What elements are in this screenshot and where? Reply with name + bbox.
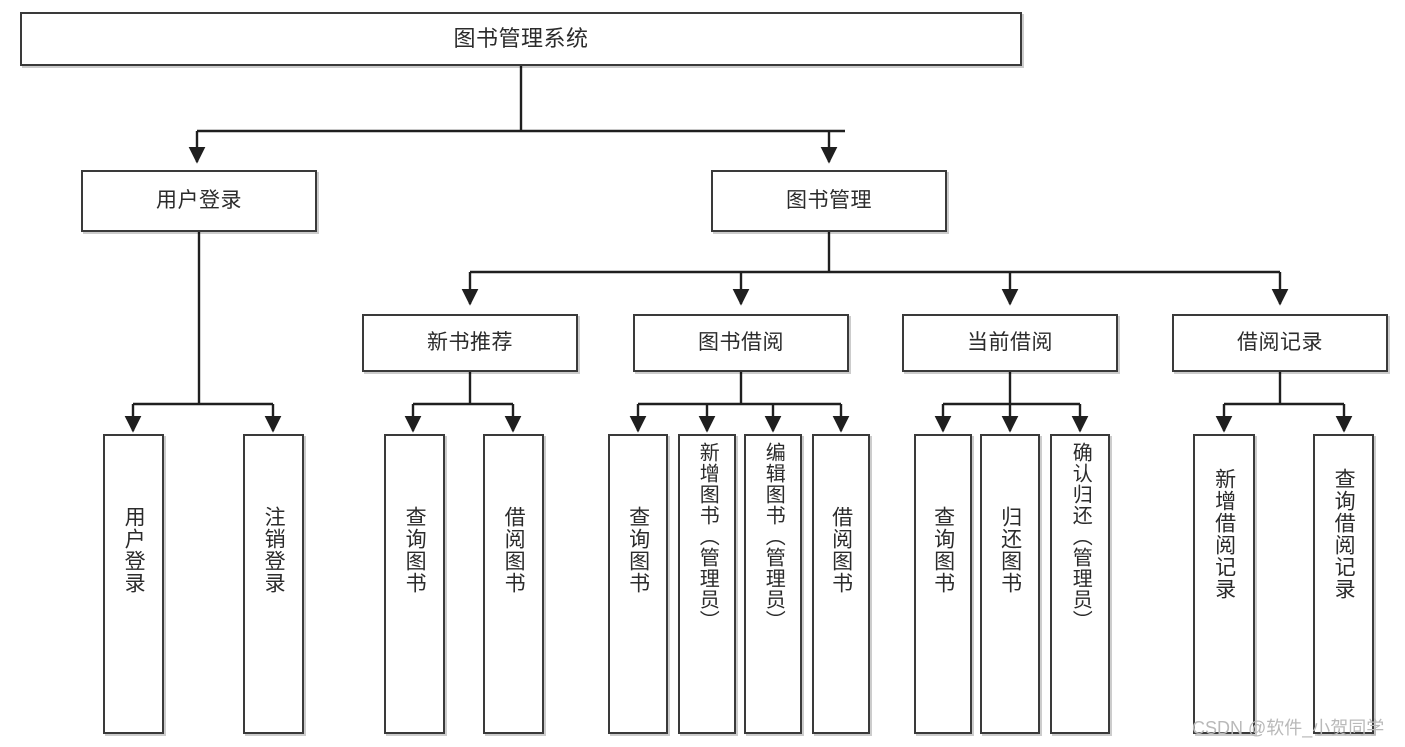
node-label: 新增图书（管理员） — [696, 442, 719, 631]
leaf-confirm-return[interactable]: 确认归还（管理员） — [1050, 434, 1110, 734]
node-label: 确认归还（管理员） — [1069, 442, 1092, 631]
node-label: 查询图书 — [931, 506, 955, 594]
node-label: 图书管理系统 — [453, 26, 589, 52]
node-label: 新书推荐 — [427, 330, 513, 354]
node-book-manage[interactable]: 图书管理 — [711, 170, 947, 232]
leaf-query-book-recommend[interactable]: 查询图书 — [384, 434, 445, 734]
leaf-logout-login[interactable]: 注销登录 — [243, 434, 304, 734]
node-book-management-system[interactable]: 图书管理系统 — [20, 12, 1022, 66]
leaf-query-book-borrow[interactable]: 查询图书 — [608, 434, 668, 734]
leaf-query-book-current[interactable]: 查询图书 — [914, 434, 972, 734]
leaf-user-login[interactable]: 用户登录 — [103, 434, 164, 734]
node-label: 借阅图书 — [829, 506, 853, 594]
node-user-login[interactable]: 用户登录 — [81, 170, 317, 232]
node-label: 用户登录 — [156, 188, 242, 212]
node-label: 当前借阅 — [967, 330, 1053, 354]
node-current-borrow[interactable]: 当前借阅 — [902, 314, 1118, 372]
node-label: 借阅记录 — [1237, 330, 1323, 354]
node-label: 查询借阅记录 — [1332, 468, 1356, 600]
leaf-add-book[interactable]: 新增图书（管理员） — [678, 434, 736, 734]
node-label: 图书管理 — [786, 188, 872, 212]
leaf-query-borrow-record[interactable]: 查询借阅记录 — [1313, 434, 1374, 734]
node-label: 图书借阅 — [698, 330, 784, 354]
node-book-borrow[interactable]: 图书借阅 — [633, 314, 849, 372]
leaf-borrow-book[interactable]: 借阅图书 — [812, 434, 870, 734]
leaf-return-book[interactable]: 归还图书 — [980, 434, 1040, 734]
leaf-borrow-book-recommend[interactable]: 借阅图书 — [483, 434, 544, 734]
node-label: 借阅图书 — [502, 506, 526, 594]
node-label: 查询图书 — [626, 506, 650, 594]
node-new-book-recommend[interactable]: 新书推荐 — [362, 314, 578, 372]
node-label: 查询图书 — [403, 506, 427, 594]
leaf-edit-book[interactable]: 编辑图书（管理员） — [744, 434, 802, 734]
node-label: 编辑图书（管理员） — [762, 442, 785, 631]
csdn-watermark: CSDN @软件_小贺同学 — [1192, 718, 1385, 738]
node-label: 注销登录 — [262, 506, 286, 594]
node-label: 归还图书 — [998, 506, 1022, 594]
node-borrow-record[interactable]: 借阅记录 — [1172, 314, 1388, 372]
node-label: 用户登录 — [122, 506, 146, 594]
leaf-add-borrow-record[interactable]: 新增借阅记录 — [1193, 434, 1255, 734]
node-label: 新增借阅记录 — [1212, 468, 1236, 600]
